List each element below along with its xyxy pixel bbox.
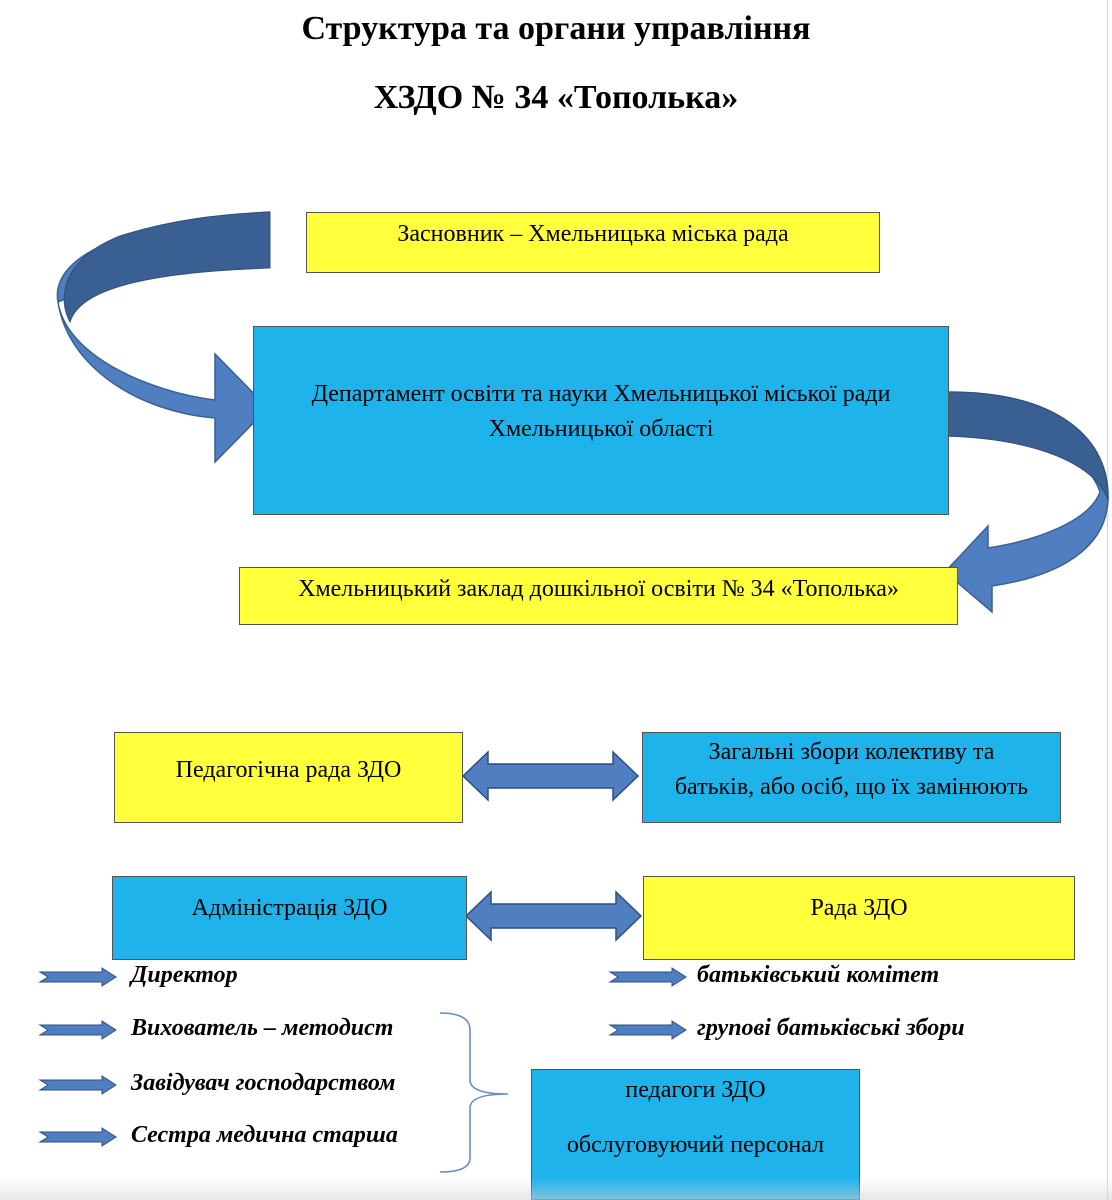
admin-item-manager: Завідувач господарством	[131, 1070, 396, 1096]
diagram-title-line1: Структура та органи управління	[301, 10, 811, 47]
double-arrow-bottom	[464, 890, 643, 942]
diagram-title-line2: ХЗДО № 34 «Тополька»	[373, 79, 739, 116]
department-label-line1: Департамент освіти та науки Хмельницької…	[311, 381, 891, 407]
admin-item-nurse: Сестра медична старша	[131, 1122, 398, 1148]
general-meeting-label-line2: батьків, або осіб, що їх замінюють	[674, 773, 1029, 800]
department-box: Департамент освіти та науки Хмельницької…	[253, 326, 949, 515]
bullet-arrow-group-meetings	[608, 1020, 687, 1040]
founder-label: Засновник – Хмельницька міська рада	[397, 221, 789, 247]
pedagogical-council-box: Педагогічна рада ЗДО	[114, 732, 463, 823]
institution-box: Хмельницький заклад дошкільної освіти № …	[239, 567, 958, 625]
department-label-line2: Хмельницької області	[488, 415, 714, 442]
bullet-arrow-nurse	[38, 1127, 117, 1147]
administration-box: Адміністрація ЗДО	[112, 876, 467, 960]
admin-item-methodist: Вихователь – методист	[131, 1015, 394, 1041]
double-arrow-top	[461, 750, 640, 802]
general-meeting-box: Загальні збори колективу та батьків, або…	[642, 732, 1061, 823]
council-label: Рада ЗДО	[810, 895, 908, 921]
founder-box: Засновник – Хмельницька міська рада	[306, 212, 880, 273]
curved-arrow-right	[943, 391, 1109, 614]
bullet-arrow-parent-committee	[608, 967, 687, 987]
council-item-group-meetings: групові батьківські збори	[697, 1015, 965, 1041]
bullet-arrow-director	[38, 967, 117, 987]
bottom-shadow	[0, 1178, 1112, 1200]
curly-brace	[439, 1012, 509, 1173]
institution-label: Хмельницький заклад дошкільної освіти № …	[298, 576, 899, 602]
pedagogical-council-label: Педагогічна рада ЗДО	[175, 757, 402, 783]
bullet-arrow-methodist	[38, 1020, 117, 1040]
page-edge	[1107, 0, 1108, 1200]
admin-item-director: Директор	[131, 962, 238, 988]
general-meeting-label-line1: Загальні збори колективу та	[708, 739, 995, 765]
council-box: Рада ЗДО	[643, 876, 1075, 960]
staff-label-line1: педагоги ЗДО	[625, 1077, 766, 1103]
council-item-parent-committee: батьківський комітет	[697, 962, 940, 988]
staff-label-line2: обслуговуючий персонал	[566, 1131, 825, 1158]
bullet-arrow-manager	[38, 1075, 117, 1095]
administration-label: Адміністрація ЗДО	[191, 895, 388, 921]
curved-arrow-left	[56, 211, 271, 464]
